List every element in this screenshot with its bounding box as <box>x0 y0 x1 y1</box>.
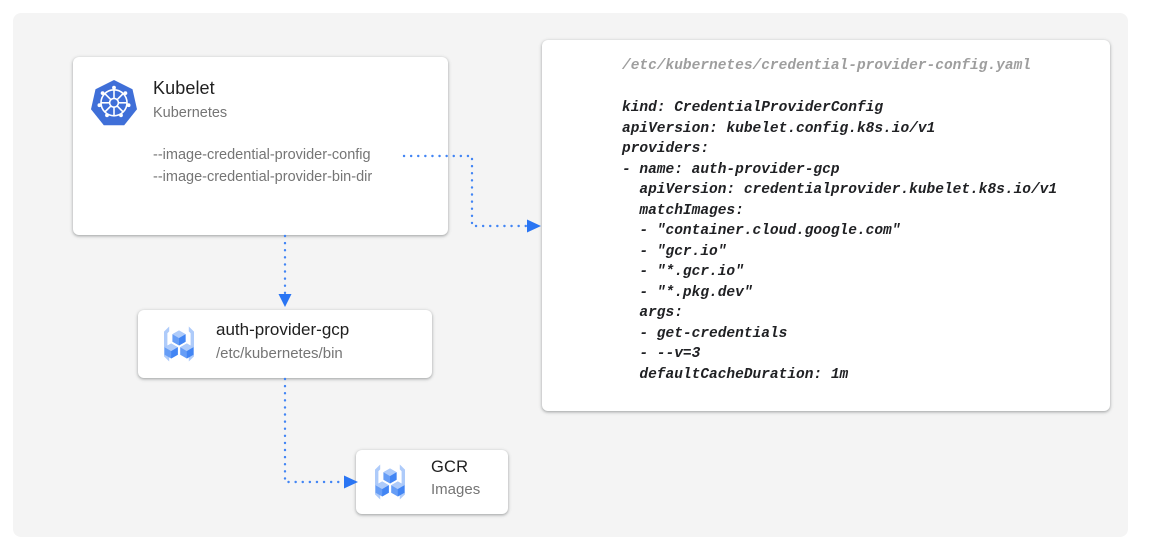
gcr-title: GCR <box>431 458 469 476</box>
kubelet-flag-bin-dir: --image-credential-provider-bin-dir <box>153 169 373 185</box>
kubelet-card[interactable]: Kubelet Kubernetes --image-credential-pr… <box>73 57 448 235</box>
kubelet-flag-config: --image-credential-provider-config <box>153 147 371 163</box>
container-registry-icon <box>156 321 202 367</box>
config-file-path: /etc/kubernetes/credential-provider-conf… <box>622 58 1031 74</box>
config-file-content: kind: CredentialProviderConfig apiVersio… <box>622 100 1058 383</box>
container-registry-icon <box>367 459 413 505</box>
kubelet-title: Kubelet <box>153 78 215 98</box>
auth-provider-title: auth-provider-gcp <box>216 320 350 339</box>
credential-provider-config-card[interactable]: /etc/kubernetes/credential-provider-conf… <box>542 40 1110 411</box>
gcr-card[interactable]: GCR Images <box>356 450 508 514</box>
auth-provider-gcp-card[interactable]: auth-provider-gcp /etc/kubernetes/bin <box>138 310 432 378</box>
kubernetes-logo-icon <box>88 77 140 129</box>
auth-provider-subtitle: /etc/kubernetes/bin <box>216 345 343 362</box>
kubelet-subtitle: Kubernetes <box>153 105 228 121</box>
gcr-subtitle: Images <box>431 481 481 498</box>
